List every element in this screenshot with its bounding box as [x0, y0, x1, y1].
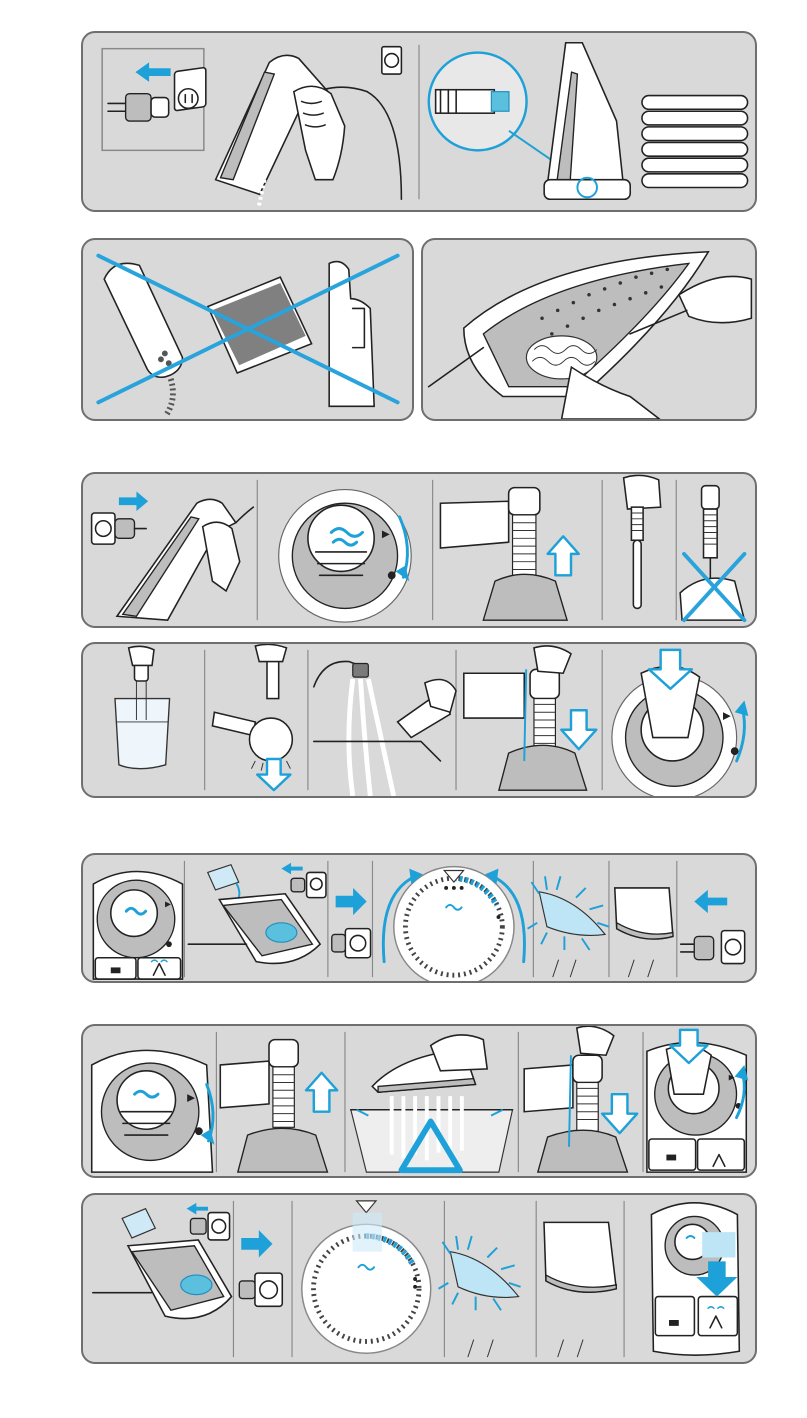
- spray-button-icon: [655, 1297, 694, 1336]
- shot-button-icon[interactable]: [698, 1297, 737, 1336]
- arrow-right-icon: [336, 888, 367, 915]
- hand-icon: [294, 86, 345, 179]
- iron-lying-icon: [188, 894, 320, 964]
- glass-of-vinegar-icon: [115, 646, 170, 768]
- plug-in-icon: [239, 1273, 282, 1306]
- water-cup-icon: [208, 865, 240, 898]
- socket-icon: [175, 67, 206, 111]
- panel-selfclean-flush: [81, 1024, 757, 1178]
- unplugged-icon: [281, 863, 326, 898]
- spray-button-icon: [95, 958, 136, 979]
- panel-clean-soleplate: [421, 238, 757, 421]
- shot-button-icon: [138, 958, 181, 979]
- panel-unplug-and-storage: [81, 31, 757, 212]
- panel-anti-calc-removal: [81, 472, 757, 628]
- arrow-left-icon: [135, 62, 170, 82]
- arrow-right-icon: [241, 1230, 272, 1257]
- shot-button-icon: [698, 1139, 745, 1170]
- panel-selfclean-heat: [81, 853, 757, 983]
- unplugged-icon: [187, 1203, 230, 1240]
- descaler-jug-icon: [329, 262, 374, 407]
- hot-soleplate-icon: [528, 876, 609, 977]
- temperature-dial-icon: [302, 1201, 431, 1353]
- panel-selfclean-dry: [81, 1193, 757, 1364]
- steam-dial-icon: [92, 1050, 213, 1172]
- hot-soleplate-icon: [439, 1236, 521, 1357]
- plug-icon: [108, 94, 169, 121]
- cool-soleplate-icon: [544, 1222, 616, 1357]
- valve-needle-icon: [680, 486, 744, 620]
- water-cup-icon: [122, 1209, 155, 1238]
- plug-in-icon: [92, 492, 149, 545]
- panel-anti-calc-cleaning: [81, 642, 757, 798]
- water-tap-icon: [314, 661, 456, 796]
- wrapped-cord-icon: [642, 96, 748, 188]
- arrow-down-icon: [602, 1094, 637, 1133]
- iron-upright-icon: [117, 499, 253, 620]
- anti-calc-valve-icon: [220, 1040, 327, 1172]
- iron-lying-icon: [93, 1240, 232, 1319]
- iron-heel-rest-icon: [544, 43, 630, 199]
- cleaner-bottle-icon: [104, 263, 182, 414]
- panel-no-abrasive-cleaners: [81, 238, 414, 421]
- scrubbing-pad-icon: [526, 336, 596, 379]
- unplug-icon: [681, 931, 745, 964]
- cool-soleplate-icon: [615, 888, 673, 977]
- temperature-dial-icon: [394, 867, 514, 981]
- anti-calc-valve-insert-icon: [464, 646, 587, 790]
- hand-holding-valve-icon: [624, 475, 661, 608]
- brush-icon: [212, 644, 292, 770]
- arrow-down-icon: [561, 710, 596, 749]
- steam-dial-icon: [279, 490, 412, 623]
- arrow-left-icon: [694, 890, 727, 913]
- spray-button-icon: [649, 1139, 696, 1170]
- arrow-up-icon: [548, 536, 579, 575]
- arrow-down-icon: [257, 759, 290, 790]
- arrow-up-icon: [306, 1073, 337, 1112]
- plug-in-icon: [332, 929, 371, 958]
